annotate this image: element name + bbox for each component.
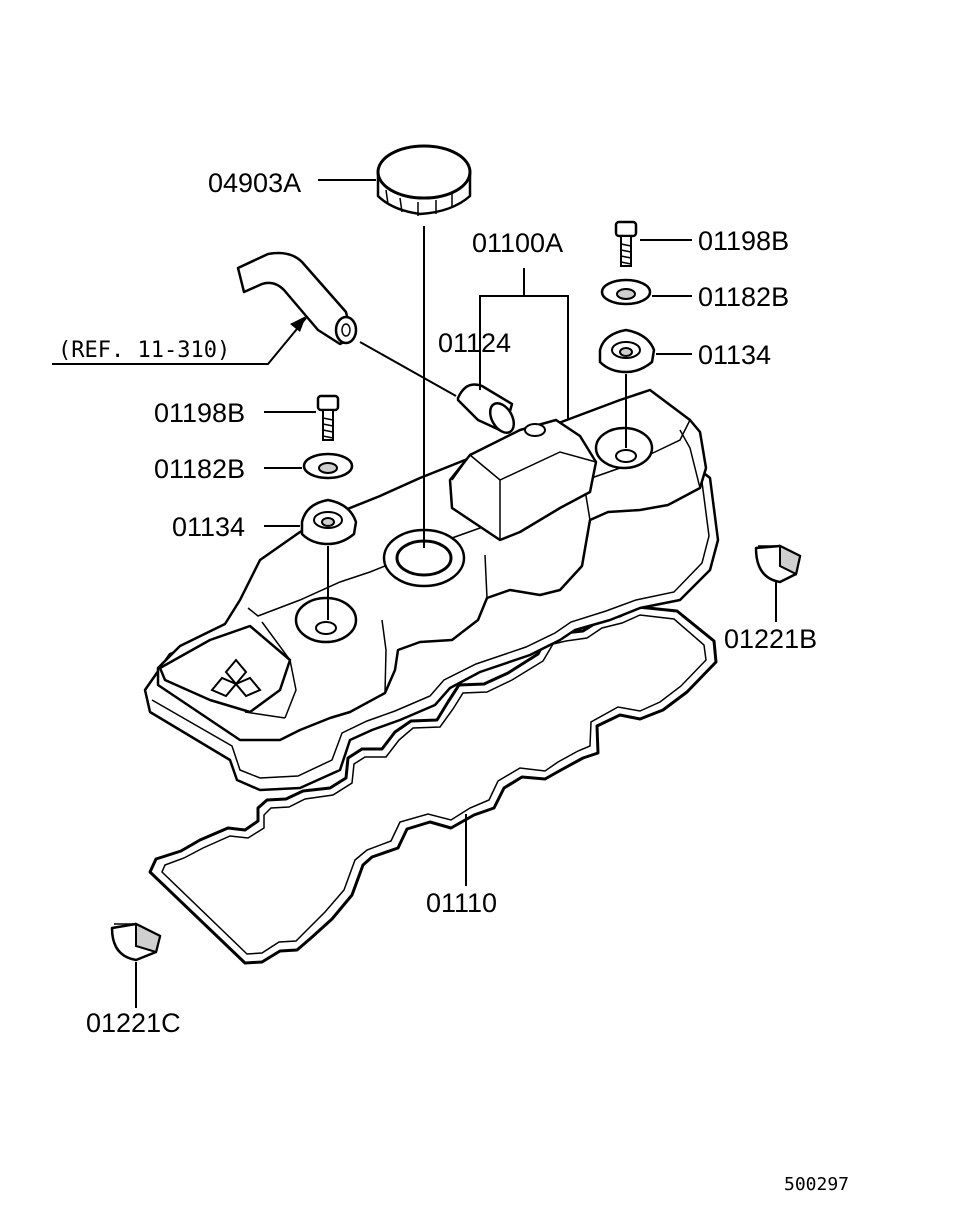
label-01221C: 01221C <box>86 1008 181 1038</box>
oil-filler-cap-04903A[interactable] <box>376 144 472 216</box>
oil-filler-hole <box>382 528 466 588</box>
plug-01221B[interactable] <box>754 544 802 584</box>
logo-emblem <box>210 658 262 698</box>
label-01182B-right: 01182B <box>698 282 789 312</box>
label-01198B-right: 01198B <box>698 226 789 256</box>
breather-hose[interactable] <box>236 251 358 346</box>
label-01134-left: 01134 <box>172 512 245 542</box>
pcv-valve-01124[interactable] <box>456 383 519 437</box>
label-ref-11-310: (REF. 11-310) <box>58 338 230 363</box>
label-01221B: 01221B <box>724 624 817 654</box>
label-01182B-left: 01182B <box>154 454 245 484</box>
bolt-hole-right <box>594 426 654 470</box>
bolt-01198B-left[interactable] <box>316 394 340 441</box>
plug-01221C[interactable] <box>110 922 162 962</box>
washer-01182B-right[interactable] <box>600 278 652 306</box>
grommet-01134-right[interactable] <box>598 328 656 374</box>
label-01110: 01110 <box>426 888 497 918</box>
grommet-01134-left[interactable] <box>300 498 358 546</box>
label-01198B-left: 01198B <box>154 398 245 428</box>
diagram-code: 500297 <box>784 1174 849 1195</box>
label-01100A: 01100A <box>472 228 563 258</box>
gasket-01110[interactable] <box>148 605 718 965</box>
label-04903A: 04903A <box>208 168 301 198</box>
bolt-hole-left <box>294 596 358 644</box>
rocker-cover[interactable] <box>143 388 720 792</box>
bolt-01198B-right[interactable] <box>614 220 638 267</box>
label-01124: 01124 <box>438 328 511 358</box>
washer-01182B-left[interactable] <box>302 452 354 480</box>
label-01134-right: 01134 <box>698 340 771 370</box>
leader-lines <box>52 179 777 1008</box>
